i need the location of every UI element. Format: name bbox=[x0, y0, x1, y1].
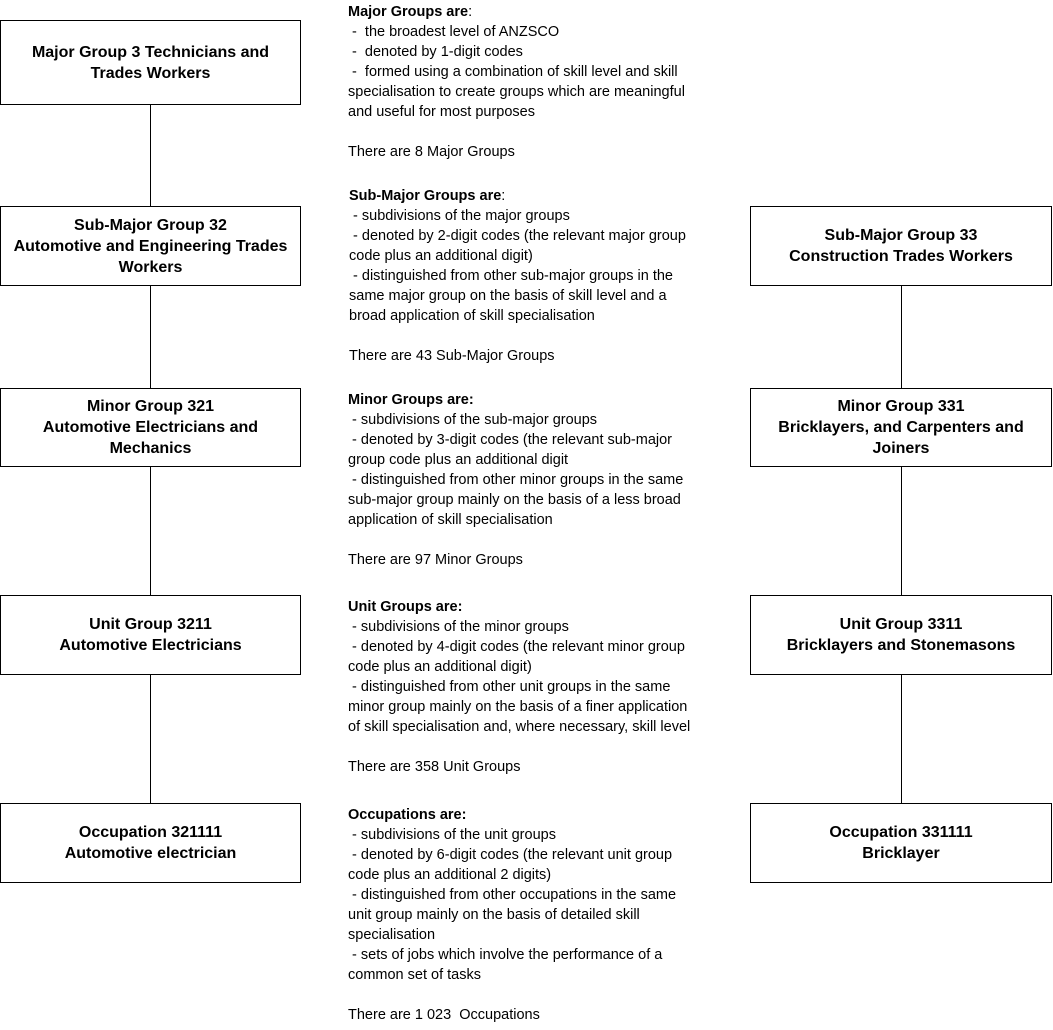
box-line: Occupation 321111 bbox=[78, 824, 223, 841]
description-line: - sets of jobs which involve the perform… bbox=[348, 947, 663, 963]
description-line: - denoted by 2-digit codes (the relevant… bbox=[349, 228, 686, 244]
description-count: There are 1 023 Occupations bbox=[348, 1007, 540, 1023]
description-line: - the broadest level of ANZSCO bbox=[348, 24, 560, 40]
heading-suffix: : bbox=[468, 4, 473, 20]
minor-group-321-box: Minor Group 321 Automotive Electricians … bbox=[0, 388, 301, 467]
box-line: Unit Group 3311 bbox=[839, 616, 963, 633]
description-line: sub-major group mainly on the basis of a… bbox=[348, 492, 681, 508]
box-line: Mechanics bbox=[109, 440, 192, 457]
connector-line bbox=[901, 285, 902, 389]
heading-suffix: : bbox=[501, 188, 506, 204]
box-line: Bricklayers, and Carpenters and bbox=[778, 419, 1024, 436]
box-line: Automotive Electricians and bbox=[42, 419, 259, 436]
box-line: Automotive and Engineering Trades bbox=[13, 237, 288, 255]
sub-major-groups-description: Sub-Major Groups are: - subdivisions of … bbox=[349, 186, 729, 366]
description-heading: Occupations are: bbox=[348, 805, 728, 825]
box-line: Major Group 3 Technicians and bbox=[31, 43, 270, 61]
box-line: Trades Workers bbox=[90, 64, 211, 82]
description-line: - distinguished from other occupations i… bbox=[348, 887, 677, 903]
heading-text: Unit Groups are: bbox=[348, 599, 463, 615]
description-line: of skill specialisation and, where neces… bbox=[348, 719, 691, 735]
description-count: There are 43 Sub-Major Groups bbox=[349, 348, 555, 364]
description-heading: Minor Groups are: bbox=[348, 390, 728, 410]
connector-line bbox=[901, 674, 902, 804]
major-group-3-box: Major Group 3 Technicians and Trades Wor… bbox=[0, 20, 301, 105]
description-line: - denoted by 6-digit codes (the relevant… bbox=[348, 847, 673, 863]
sub-major-group-32-box: Sub-Major Group 32 Automotive and Engine… bbox=[0, 206, 301, 286]
description-line: group code plus an additional digit bbox=[348, 452, 569, 468]
box-line: Automotive Electricians bbox=[59, 637, 242, 654]
description-line: - denoted by 3-digit codes (the relevant… bbox=[348, 432, 673, 448]
description-heading: Sub-Major Groups are: bbox=[349, 186, 729, 206]
description-line: broad application of skill specialisatio… bbox=[349, 308, 595, 324]
box-line: Automotive electrician bbox=[64, 845, 237, 862]
box-line: Minor Group 331 bbox=[837, 398, 965, 415]
description-count: There are 8 Major Groups bbox=[348, 144, 515, 160]
description-heading: Major Groups are: bbox=[348, 2, 728, 22]
box-line: Bricklayers and Stonemasons bbox=[786, 637, 1016, 654]
box-line: Occupation 331111 bbox=[829, 824, 973, 841]
box-line: Construction Trades Workers bbox=[789, 248, 1013, 265]
occupation-321111-box: Occupation 321111 Automotive electrician bbox=[0, 803, 301, 883]
description-line: code plus an additional 2 digits) bbox=[348, 867, 552, 883]
description-line: specialisation bbox=[348, 927, 436, 943]
heading-text: Minor Groups are: bbox=[348, 392, 474, 408]
connector-line bbox=[150, 104, 151, 207]
description-line: - subdivisions of the sub-major groups bbox=[348, 412, 598, 428]
description-line: - subdivisions of the minor groups bbox=[348, 619, 569, 635]
minor-group-331-box: Minor Group 331 Bricklayers, and Carpent… bbox=[750, 388, 1052, 467]
description-line: common set of tasks bbox=[348, 967, 481, 983]
box-line: Bricklayer bbox=[862, 845, 940, 862]
unit-groups-description: Unit Groups are: - subdivisions of the m… bbox=[348, 597, 728, 777]
description-heading: Unit Groups are: bbox=[348, 597, 728, 617]
description-line: code plus an additional digit) bbox=[349, 248, 533, 264]
sub-major-group-33-box: Sub-Major Group 33 Construction Trades W… bbox=[750, 206, 1052, 286]
box-line: Joiners bbox=[872, 440, 930, 457]
box-line: Sub-Major Group 33 bbox=[824, 227, 978, 244]
box-line: Workers bbox=[118, 258, 183, 276]
description-line: code plus an additional digit) bbox=[348, 659, 532, 675]
box-line: Unit Group 3211 bbox=[89, 616, 212, 633]
description-line: - subdivisions of the unit groups bbox=[348, 827, 556, 843]
description-count: There are 358 Unit Groups bbox=[348, 759, 521, 775]
unit-group-3211-box: Unit Group 3211 Automotive Electricians bbox=[0, 595, 301, 675]
connector-line bbox=[150, 674, 151, 804]
occupation-331111-box: Occupation 331111 Bricklayer bbox=[750, 803, 1052, 883]
heading-text: Sub-Major Groups are bbox=[349, 188, 502, 204]
major-groups-description: Major Groups are: - the broadest level o… bbox=[348, 2, 728, 162]
description-line: application of skill specialisation bbox=[348, 512, 553, 528]
heading-text: Major Groups are bbox=[348, 4, 469, 20]
description-line: - distinguished from other sub-major gro… bbox=[349, 268, 673, 284]
connector-line bbox=[901, 466, 902, 596]
connector-line bbox=[150, 285, 151, 389]
description-line: same major group on the basis of skill l… bbox=[349, 288, 667, 304]
description-count: There are 97 Minor Groups bbox=[348, 552, 523, 568]
description-line: - denoted by 4-digit codes (the relevant… bbox=[348, 639, 685, 655]
box-line: Sub-Major Group 32 bbox=[74, 216, 227, 234]
description-line: - distinguished from other unit groups i… bbox=[348, 679, 671, 695]
description-line: minor group mainly on the basis of a fin… bbox=[348, 699, 688, 715]
box-line: Minor Group 321 bbox=[86, 398, 215, 415]
unit-group-3311-box: Unit Group 3311 Bricklayers and Stonemas… bbox=[750, 595, 1052, 675]
description-line: - subdivisions of the major groups bbox=[349, 208, 570, 224]
description-line: unit group mainly on the basis of detail… bbox=[348, 907, 640, 923]
connector-line bbox=[150, 466, 151, 596]
minor-groups-description: Minor Groups are: - subdivisions of the … bbox=[348, 390, 728, 570]
description-line: specialisation to create groups which ar… bbox=[348, 84, 685, 100]
description-line: and useful for most purposes bbox=[348, 104, 535, 120]
description-line: - denoted by 1-digit codes bbox=[348, 44, 523, 60]
occupations-description: Occupations are: - subdivisions of the u… bbox=[348, 805, 728, 1025]
description-line: - formed using a combination of skill le… bbox=[348, 64, 678, 80]
heading-text: Occupations are: bbox=[348, 807, 467, 823]
description-line: - distinguished from other minor groups … bbox=[348, 472, 684, 488]
